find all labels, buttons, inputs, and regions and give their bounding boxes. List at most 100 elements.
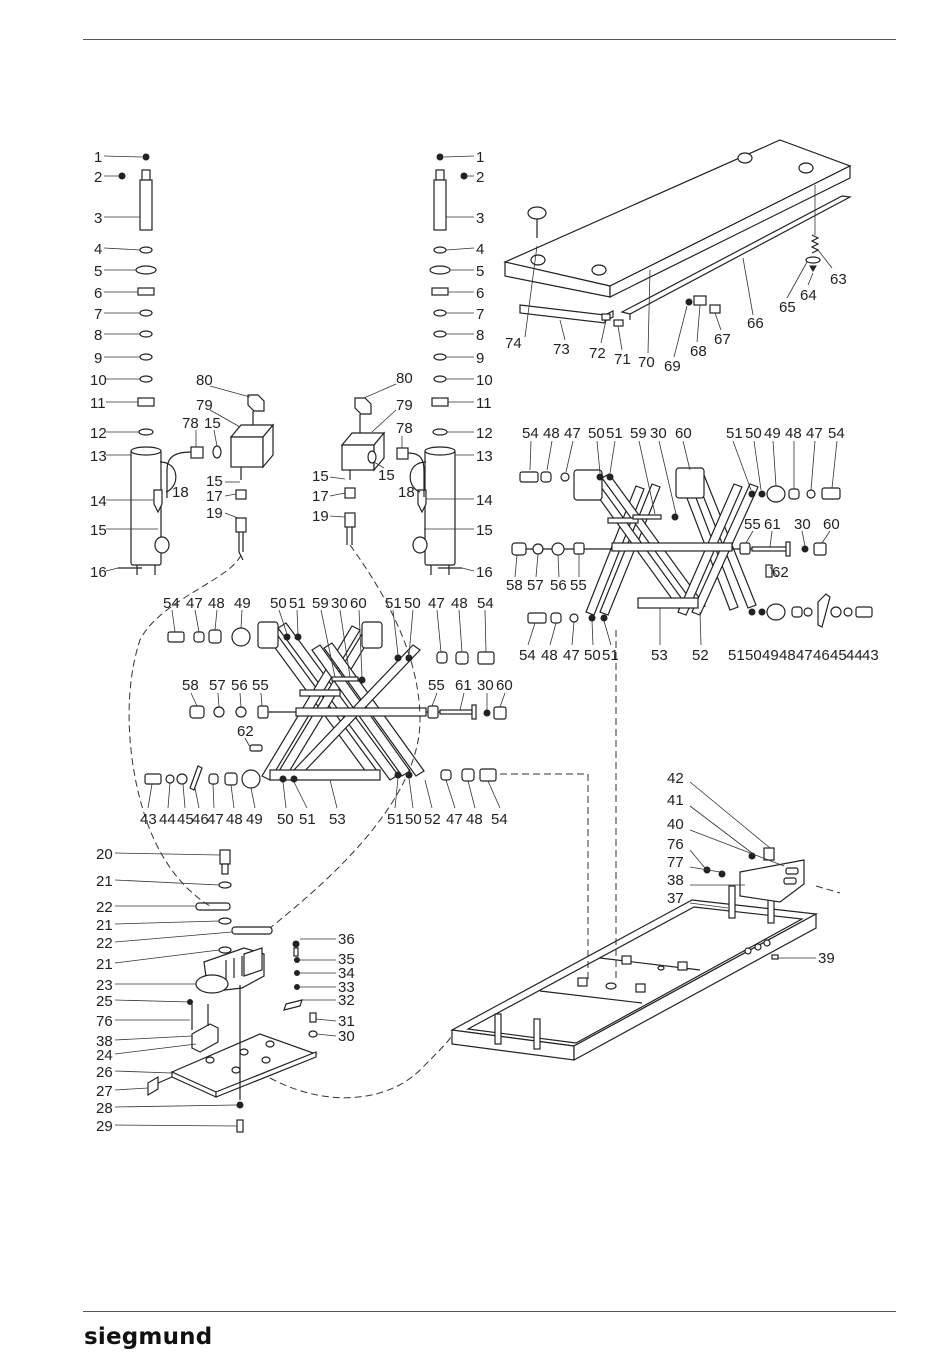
callout: 59	[630, 425, 647, 442]
callout: 26	[96, 1064, 113, 1081]
callout: 54	[828, 425, 845, 442]
callout: 5	[94, 263, 102, 280]
table-top-assembly	[503, 139, 852, 358]
callout: 61	[455, 677, 472, 694]
guide-ring-part	[137, 397, 155, 407]
callout: 55	[428, 677, 445, 694]
callout: 9	[476, 350, 484, 367]
callout: 45	[830, 647, 847, 664]
right-scissor-leaders	[514, 440, 838, 646]
callout: 64	[800, 287, 817, 304]
callout: 10	[90, 372, 107, 389]
pump-leaders	[114, 852, 337, 1127]
callout: 53	[651, 647, 668, 664]
callout: 63	[830, 271, 847, 288]
callout: 79	[196, 397, 213, 414]
callout: 43	[140, 811, 157, 828]
callout: 48	[785, 425, 802, 442]
left-cylinder-assembly	[118, 153, 177, 575]
callout-labels: 1 2 3 4 5 6 7 8 9 10 11 12 13 14 15 16 1…	[90, 149, 879, 1135]
callout: 28	[96, 1100, 113, 1117]
callout: 49	[764, 425, 781, 442]
callout: 80	[196, 372, 213, 389]
callout: 48	[451, 595, 468, 612]
right-scissor-assembly	[522, 467, 788, 616]
callout: 52	[692, 647, 709, 664]
callout: 62	[772, 564, 789, 581]
callout: 73	[553, 341, 570, 358]
base-frame-leaders	[689, 781, 816, 959]
callout: 49	[762, 647, 779, 664]
left-scissor-assembly	[257, 621, 450, 781]
callout: 44	[846, 647, 863, 664]
callout: 48	[466, 811, 483, 828]
callout: 55	[252, 677, 269, 694]
callout: 14	[90, 493, 107, 510]
callout: 50	[405, 811, 422, 828]
callout: 59	[312, 595, 329, 612]
callout: 5	[476, 263, 484, 280]
callout: 15	[312, 468, 329, 485]
callout: 51	[728, 647, 745, 664]
washer-part	[135, 265, 157, 275]
callout: 15	[204, 415, 221, 432]
callout: 48	[226, 811, 243, 828]
callout: 41	[667, 792, 684, 809]
callout: 47	[563, 647, 580, 664]
callout: 19	[206, 505, 223, 522]
callout: 10	[476, 372, 493, 389]
callout: 47	[446, 811, 463, 828]
callout: 36	[338, 931, 355, 948]
callout: 69	[664, 358, 681, 375]
oring-part	[139, 246, 153, 254]
callout: 57	[209, 677, 226, 694]
piston-rod-tip	[141, 169, 151, 181]
callout: 16	[90, 564, 107, 581]
callout: 18	[172, 484, 189, 501]
callout: 50	[277, 811, 294, 828]
callout: 47	[186, 595, 203, 612]
brand-logo: siegmund	[84, 1324, 213, 1350]
callout: 58	[182, 677, 199, 694]
callout: 18	[398, 484, 415, 501]
callout: 44	[159, 811, 176, 828]
callout: 35	[338, 951, 355, 968]
callout: 51	[289, 595, 306, 612]
left-valve-block	[166, 394, 275, 561]
callout: 22	[96, 935, 113, 952]
callout: 38	[667, 872, 684, 889]
callout: 4	[476, 241, 484, 258]
callout: 27	[96, 1083, 113, 1100]
right-valve-block	[340, 397, 425, 545]
callout: 14	[476, 492, 493, 509]
callout: 49	[234, 595, 251, 612]
callout: 50	[745, 425, 762, 442]
callout: 50	[404, 595, 421, 612]
callout: 13	[476, 448, 493, 465]
callout: 48	[779, 647, 796, 664]
callout: 40	[667, 816, 684, 833]
callout: 54	[491, 811, 508, 828]
callout: 53	[329, 811, 346, 828]
callout: 50	[584, 647, 601, 664]
callout: 45	[177, 811, 194, 828]
callout: 15	[206, 473, 223, 490]
callout: 71	[614, 351, 631, 368]
callout: 17	[312, 488, 329, 505]
callout: 47	[796, 647, 813, 664]
callout: 29	[96, 1118, 113, 1135]
callout: 62	[237, 723, 254, 740]
callout: 68	[690, 343, 707, 360]
callout: 15	[378, 467, 395, 484]
callout: 43	[862, 647, 879, 664]
callout: 80	[396, 370, 413, 387]
callout: 78	[396, 420, 413, 437]
callout: 20	[96, 846, 113, 863]
callout: 47	[428, 595, 445, 612]
callout: 51	[299, 811, 316, 828]
callout: 12	[476, 425, 493, 442]
callout: 60	[675, 425, 692, 442]
callout: 60	[350, 595, 367, 612]
callout: 15	[476, 522, 493, 539]
